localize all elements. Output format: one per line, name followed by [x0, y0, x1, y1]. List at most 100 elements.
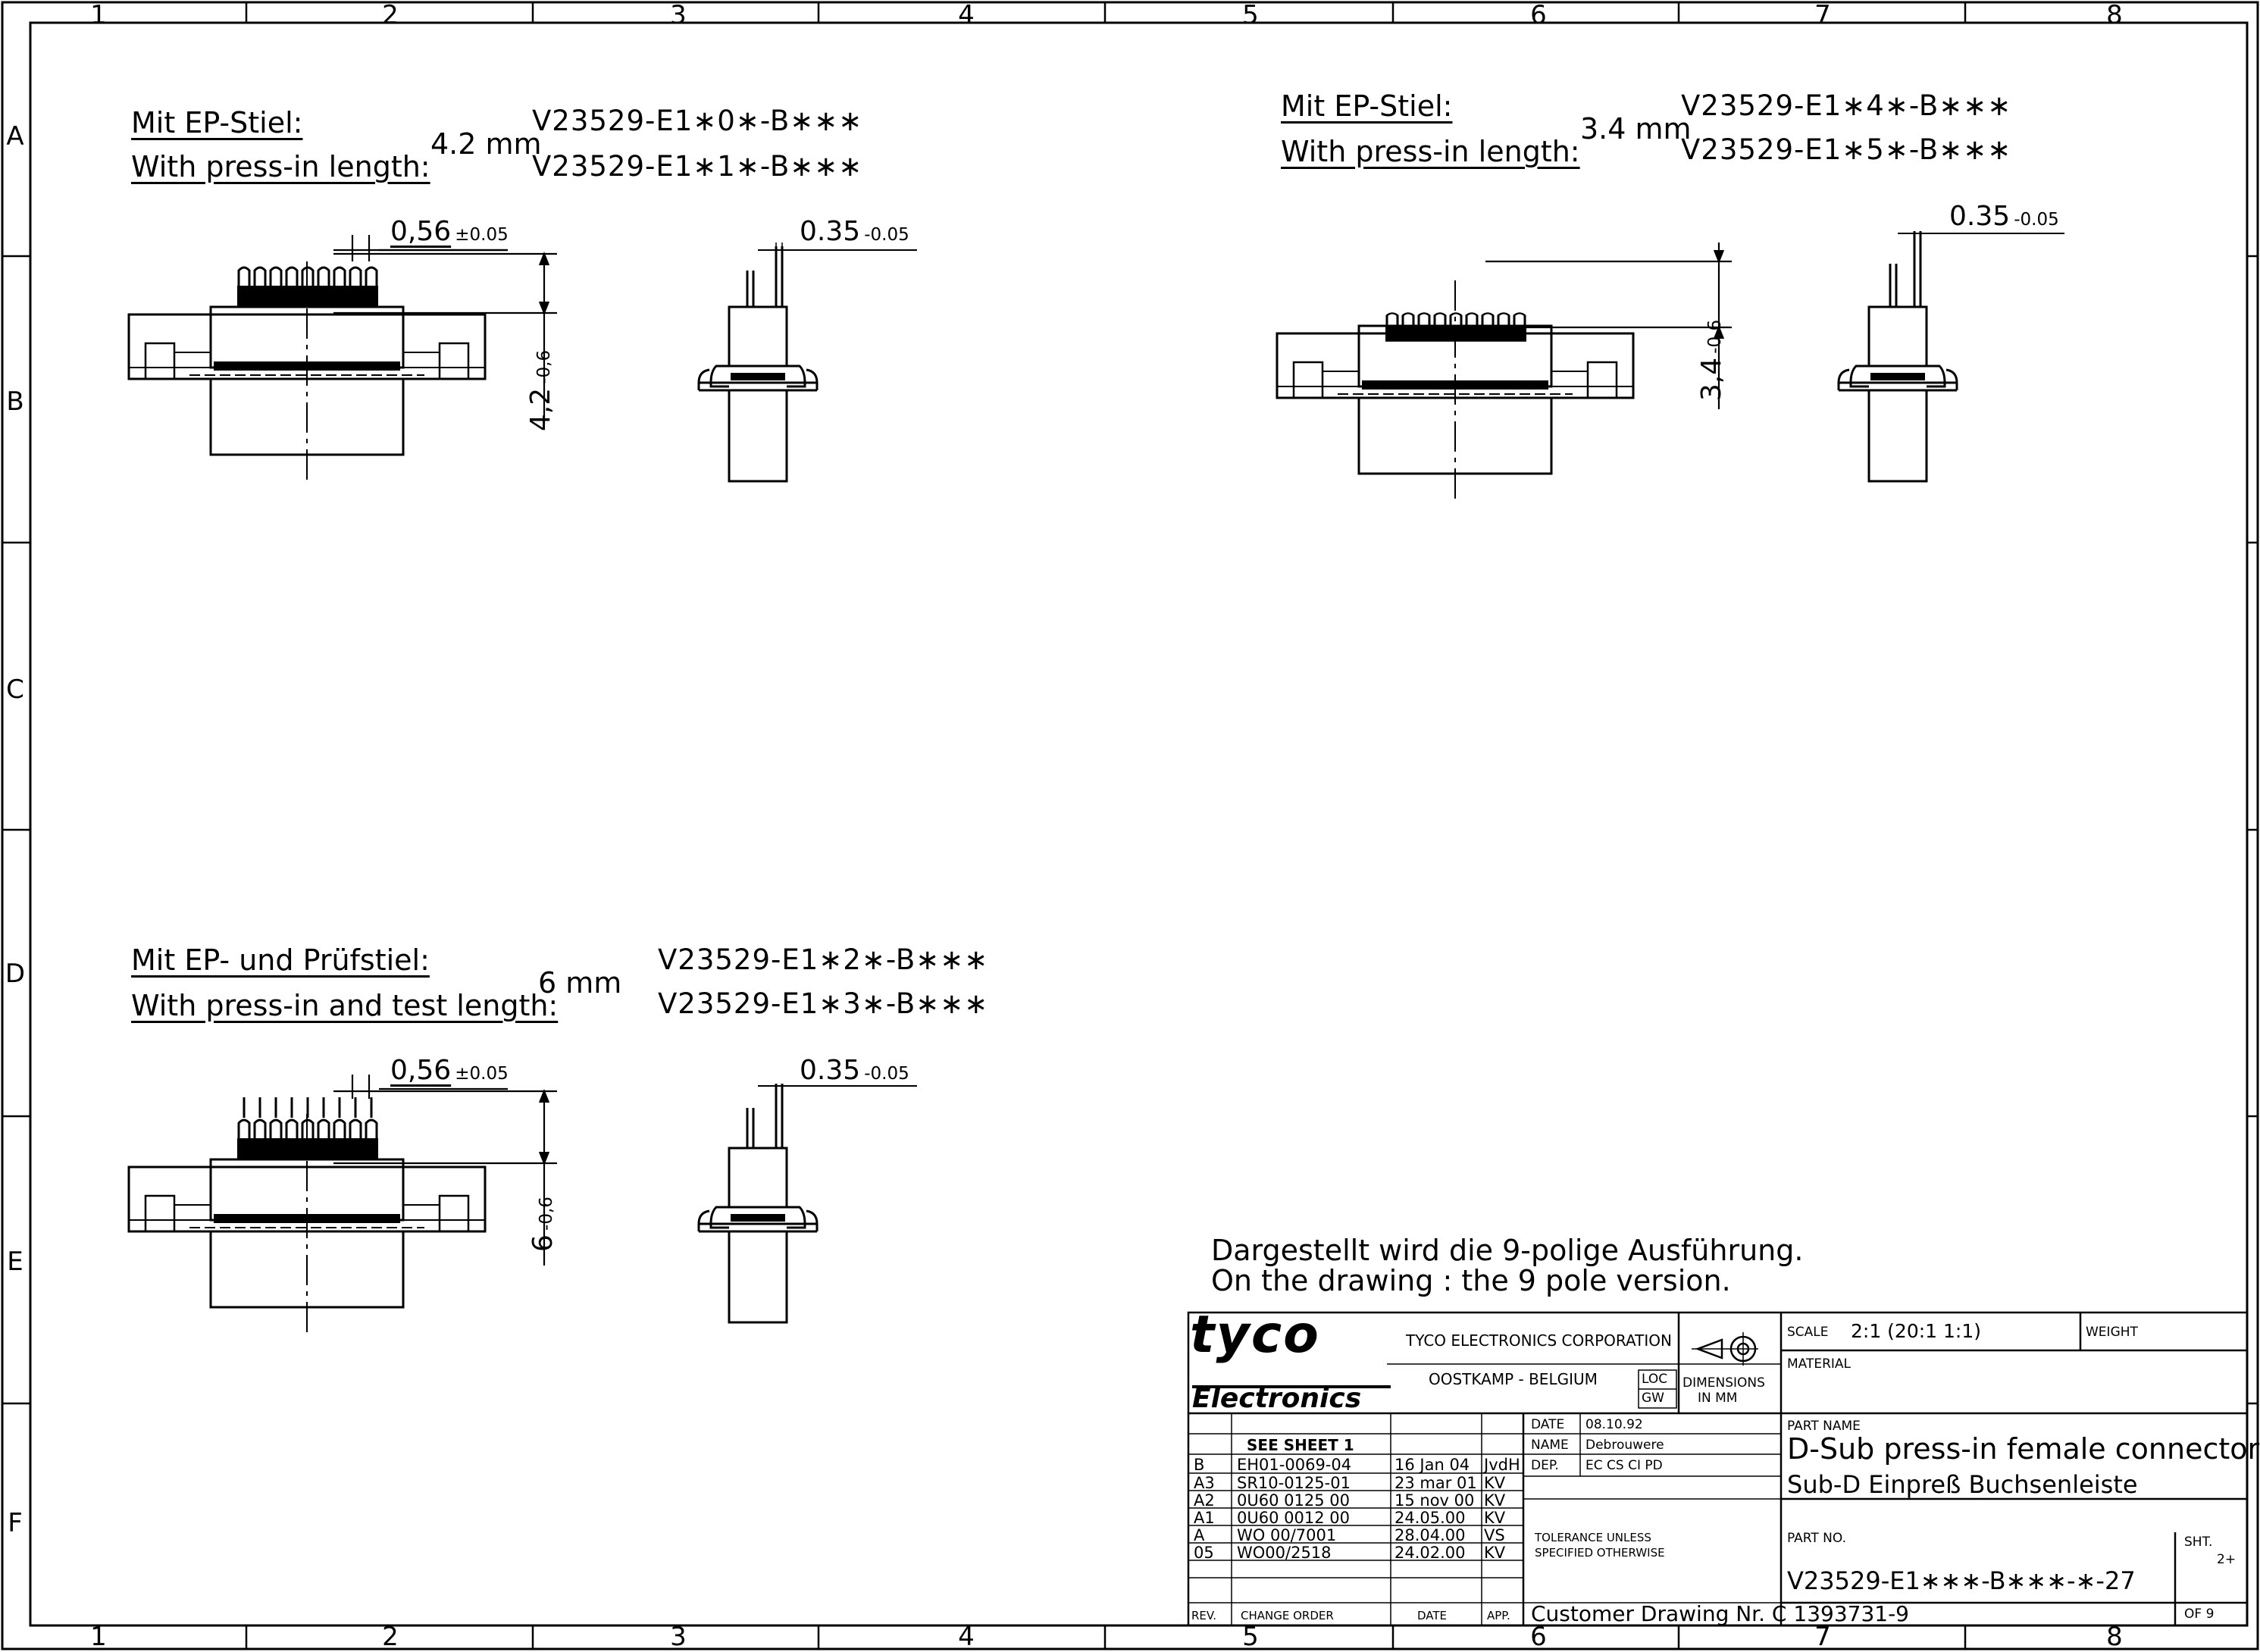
view1-part-number-1: V23529-E1∗0∗-B∗∗∗: [532, 105, 863, 137]
company-location: OOSTKAMP - BELGIUM: [1429, 1370, 1598, 1388]
zone-col-1: 1: [90, 0, 107, 30]
dep-label: DEP.: [1531, 1458, 1559, 1473]
view2-length: 3.4 mm: [1580, 112, 1692, 145]
sheet-total: OF 9: [2184, 1607, 2215, 1622]
loc-value: GW: [1642, 1391, 1664, 1406]
see-sheet-note: SEE SHEET 1: [1247, 1436, 1354, 1454]
view1-pin-value: 0.35: [800, 216, 861, 247]
zone-row-a: A: [6, 121, 24, 152]
sheet-value: 2+: [2217, 1552, 2237, 1567]
dimensions-label: DIMENSIONS: [1682, 1375, 1765, 1391]
zone-col-1-bottom: 1: [90, 1622, 107, 1652]
zone-col-6-bottom: 6: [1530, 1622, 1547, 1652]
revision-change-order: WO00/2518: [1237, 1544, 1332, 1562]
name-label: NAME: [1531, 1438, 1569, 1453]
revision-date: 23 mar 01: [1395, 1474, 1477, 1492]
view1-pin-dimension: 0.35 -0.05: [800, 216, 909, 247]
part-name-label: PART NAME: [1787, 1419, 1861, 1434]
zone-col-8: 8: [2106, 0, 2123, 30]
view1-height-dimension: 4,2 -0,6: [525, 350, 556, 431]
revision-change-order: SR10-0125-01: [1237, 1474, 1351, 1492]
dep-value: EC CS CI PD: [1585, 1458, 1663, 1473]
customer-drawing-number: Customer Drawing Nr. C 1393731-9: [1531, 1601, 1909, 1626]
view2-pin-value: 0.35: [1949, 201, 2011, 232]
zone-col-4-bottom: 4: [958, 1622, 975, 1652]
date-header: DATE: [1417, 1609, 1448, 1622]
zone-row-c: C: [6, 674, 24, 705]
revision-approval: KV: [1484, 1474, 1506, 1492]
view3-height-tolerance: -0,6: [536, 1197, 556, 1231]
view1-pitch-dimension: 0,56 ±0.05: [390, 216, 509, 247]
view1-pitch-value: 0,56: [390, 216, 452, 247]
zone-col-2: 2: [382, 0, 399, 30]
revision-date: 24.02.00: [1395, 1544, 1466, 1562]
zone-row-d: D: [5, 959, 26, 989]
view2-height-value: 3,4: [1696, 357, 1728, 402]
revision-date: 28.04.00: [1395, 1526, 1466, 1544]
name-value: Debrouwere: [1585, 1438, 1664, 1453]
revision-approval: VS: [1484, 1526, 1505, 1544]
revision-id: B: [1194, 1456, 1205, 1474]
revision-approval: KV: [1484, 1509, 1506, 1527]
view3-pitch-tolerance: ±0.05: [455, 1064, 509, 1084]
view3-pin-dimension: 0.35 -0.05: [800, 1055, 909, 1086]
view3-part-number-1: V23529-E1∗2∗-B∗∗∗: [658, 943, 989, 976]
view2-pin-dimension: 0.35 -0.05: [1949, 201, 2059, 232]
revision-change-order: EH01-0069-04: [1237, 1456, 1352, 1474]
view2-height-tolerance: -0,6: [1705, 319, 1726, 354]
scale-value: 2:1 (20:1 1:1): [1851, 1320, 1982, 1342]
view2-part-number-2: V23529-E1∗5∗-B∗∗∗: [1681, 133, 2012, 166]
zone-col-8-bottom: 8: [2106, 1622, 2123, 1652]
tolerance-line-1: TOLERANCE UNLESS: [1535, 1531, 1651, 1544]
part-name-de: Sub-D Einpreß Buchsenleiste: [1787, 1470, 2138, 1499]
revision-change-order: 0U60 0012 00: [1237, 1509, 1350, 1527]
zone-col-3-bottom: 3: [670, 1622, 687, 1652]
sheet-label: SHT.: [2184, 1535, 2213, 1550]
revision-approval: KV: [1484, 1491, 1506, 1510]
revision-date: 16 Jan 04: [1395, 1456, 1470, 1474]
date-label: DATE: [1531, 1417, 1565, 1432]
weight-label: WEIGHT: [2086, 1325, 2138, 1340]
company-name: TYCO ELECTRONICS CORPORATION: [1406, 1331, 1672, 1350]
view1-height-tolerance: -0,6: [534, 349, 555, 384]
zone-col-4: 4: [958, 0, 975, 30]
zone-row-f: F: [8, 1508, 23, 1538]
view3-label-en: With press-in and test length:: [131, 989, 559, 1022]
view1-part-number-2: V23529-E1∗1∗-B∗∗∗: [532, 150, 863, 183]
view3-pitch-dimension: 0,56 ±0.05: [390, 1055, 509, 1086]
note-line-en: On the drawing : the 9 pole version.: [1211, 1264, 1731, 1297]
revision-change-order: WO 00/7001: [1237, 1526, 1337, 1544]
zone-col-2-bottom: 2: [382, 1622, 399, 1652]
part-no-value: V23529-E1∗∗∗-B∗∗∗-∗-27: [1787, 1566, 2136, 1595]
view3-pitch-value: 0,56: [390, 1055, 452, 1086]
view3-part-number-2: V23529-E1∗3∗-B∗∗∗: [658, 987, 989, 1020]
view1-length: 4.2 mm: [430, 127, 542, 161]
company-logo: tyco: [1190, 1305, 1320, 1365]
approval-header: APP.: [1487, 1609, 1510, 1622]
view1-pitch-tolerance: ±0.05: [455, 225, 509, 245]
view3-pin-tolerance: -0.05: [864, 1064, 909, 1084]
company-logo-subtitle: Electronics: [1192, 1383, 1362, 1414]
revision-id: 05: [1194, 1544, 1214, 1562]
view2-height-dimension: 3,4 -0,6: [1696, 320, 1727, 401]
revision-id: A1: [1194, 1509, 1215, 1527]
rev-header: REV.: [1191, 1609, 1216, 1622]
revision-date: 24.05.00: [1395, 1509, 1466, 1527]
revision-change-order: 0U60 0125 00: [1237, 1491, 1350, 1510]
view3-length: 6 mm: [538, 966, 622, 1000]
note-line-de: Dargestellt wird die 9-polige Ausführung…: [1211, 1234, 1804, 1267]
revision-approval: JvdH: [1484, 1456, 1520, 1474]
zone-row-b: B: [6, 386, 24, 417]
zone-col-3: 3: [670, 0, 687, 30]
view3-pin-value: 0.35: [800, 1055, 861, 1086]
scale-label: SCALE: [1787, 1325, 1829, 1340]
part-no-label: PART NO.: [1787, 1531, 1846, 1546]
revision-approval: KV: [1484, 1544, 1506, 1562]
zone-col-5: 5: [1242, 0, 1259, 30]
view1-label-de: Mit EP-Stiel:: [131, 106, 303, 139]
view1-label-en: With press-in length:: [131, 150, 430, 183]
tolerance-line-2: SPECIFIED OTHERWISE: [1535, 1546, 1665, 1560]
view1-height-value: 4,2: [525, 387, 557, 432]
view1-pin-tolerance: -0.05: [864, 225, 909, 245]
